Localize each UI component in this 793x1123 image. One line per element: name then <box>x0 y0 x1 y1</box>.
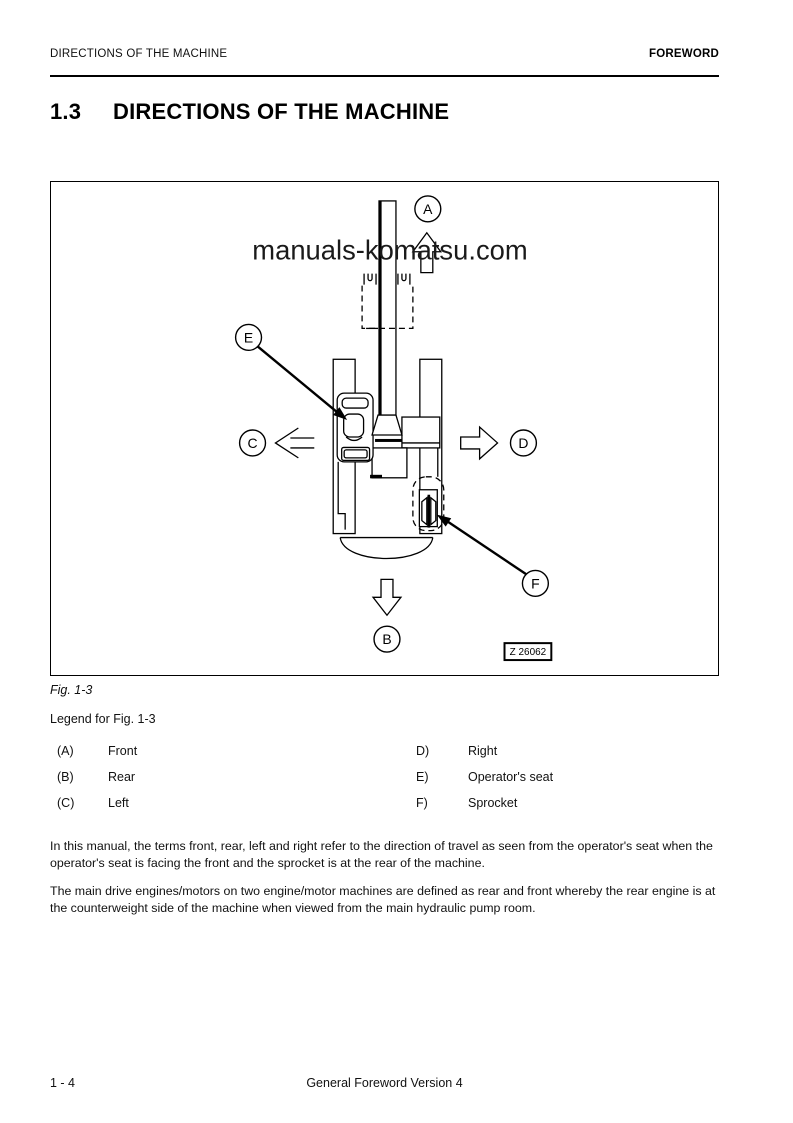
legend-label: (A) <box>57 744 74 758</box>
footer-page-number: 1 - 4 <box>50 1076 76 1090</box>
figure-caption: Fig. 1-3 <box>50 683 93 697</box>
paragraph-2: The main drive engines/motors on two eng… <box>50 884 716 915</box>
footer-version-text: General Foreword Version 4 <box>306 1076 463 1090</box>
front-direction-arrow <box>411 231 443 274</box>
svg-text:F: F <box>531 575 540 591</box>
callout-f: F <box>521 569 550 598</box>
figure-1-3: manuals-komatsu.com A B C D E <box>50 181 719 676</box>
seat-leader-line <box>256 345 348 421</box>
legend-row: (C) Left F) Sprocket <box>50 796 722 816</box>
legend-heading: Legend for Fig. 1-3 <box>50 712 156 726</box>
bucket <box>361 273 414 330</box>
legend-text: Left <box>108 796 129 810</box>
header-chapter-title: FOREWORD <box>649 48 719 60</box>
counterweight <box>339 536 434 560</box>
machine-top-view-drawing: manuals-komatsu.com A B C D E <box>234 195 553 662</box>
header-rule <box>50 75 719 77</box>
callout-c: C <box>238 429 267 457</box>
legend-text: Rear <box>108 770 136 784</box>
svg-text:B: B <box>382 631 391 647</box>
section-title-text: DIRECTIONS OF THE MACHINE <box>113 99 450 124</box>
right-direction-arrow <box>460 425 499 461</box>
callout-d: D <box>509 429 538 457</box>
section-number: 1.3 <box>50 99 82 124</box>
legend-row: (A) Front D) Right <box>50 744 722 764</box>
legend-text: Front <box>108 744 138 758</box>
body-text: In this manual, the terms front, rear, l… <box>50 838 726 917</box>
operator-cab <box>336 392 374 463</box>
boom <box>378 200 397 423</box>
legend-label: (C) <box>57 796 75 810</box>
page-title: 1.3 DIRECTIONS OF THE MACHINE <box>50 99 449 125</box>
header-section-title: DIRECTIONS OF THE MACHINE <box>50 48 228 60</box>
svg-text:D: D <box>518 435 528 451</box>
watermark-text: manuals-komatsu.com <box>252 235 527 266</box>
svg-text:A: A <box>423 201 433 217</box>
callout-a: A <box>414 195 442 223</box>
seat-back <box>341 397 369 409</box>
drawing-code: Z 26062 <box>510 647 547 658</box>
svg-text:E: E <box>244 329 253 345</box>
legend-text: Sprocket <box>468 796 518 810</box>
legend-label: F) <box>416 796 428 810</box>
legend-row: (B) Rear E) Operator's seat <box>50 770 722 790</box>
callout-e: E <box>234 323 263 352</box>
sprocket <box>412 476 445 532</box>
boom-foot <box>371 414 403 442</box>
legend-label: D) <box>416 744 430 758</box>
sprocket-leader-line <box>436 514 528 576</box>
left-direction-arrow <box>274 427 315 459</box>
legend-label: E) <box>416 770 429 784</box>
rear-direction-arrow <box>371 578 403 617</box>
operator-seat <box>343 413 365 438</box>
svg-text:C: C <box>247 435 257 451</box>
drawing-code-box: Z 26062 <box>503 642 553 662</box>
legend-text: Right <box>468 744 498 758</box>
machine-body <box>337 416 441 530</box>
callout-b: B <box>373 625 401 653</box>
legend-text: Operator's seat <box>468 770 554 784</box>
legend-label: (B) <box>57 770 74 784</box>
paragraph-1: In this manual, the terms front, rear, l… <box>50 839 713 870</box>
legend-table: (A) Front D) Right (B) Rear E) Operator'… <box>50 744 722 828</box>
